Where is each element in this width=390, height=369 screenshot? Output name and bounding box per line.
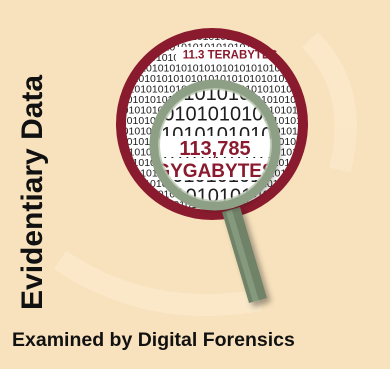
- vertical-title: Evidentiary Data: [16, 74, 49, 310]
- binary-row: 0101010101010101010101010101010101010101…: [141, 104, 390, 126]
- binary-row: 0101010101010101010101010101010101010101…: [111, 63, 390, 75]
- lens-number: 113,785: [179, 138, 250, 160]
- outer-ring: [116, 28, 308, 220]
- caption: Examined by Digital Forensics: [12, 329, 295, 351]
- binary-row: 0101010101010101010101010101010101010101…: [115, 220, 390, 232]
- lens-rim-highlight: [158, 88, 272, 202]
- lens-number-backing: [160, 136, 270, 157]
- magnifier-handle: [222, 207, 267, 303]
- outer-label: 11.3 TERABYTES: [183, 50, 278, 62]
- background-decoration: [53, 32, 357, 316]
- binary-row: 0101010101010101010101010101010101010101…: [115, 73, 390, 85]
- lens-rim: [149, 79, 281, 211]
- lens-label: GYGABYTES: [155, 161, 274, 182]
- lens-label-backing: [154, 158, 276, 180]
